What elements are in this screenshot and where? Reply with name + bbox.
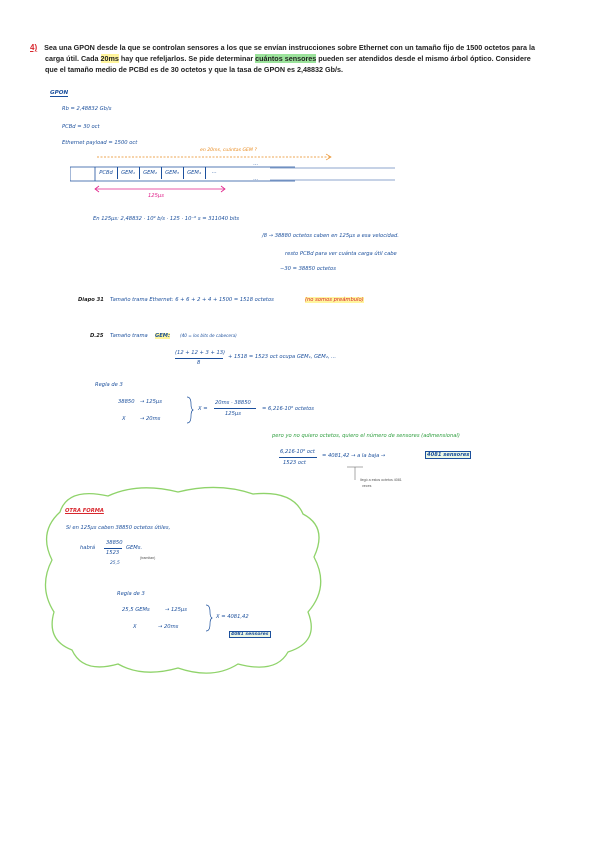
regla1-a: 38850 <box>118 399 135 405</box>
calc-line2: /8 → 38880 octetos caben en 125µs a esa … <box>262 233 399 239</box>
regla2-b: → 125µs <box>165 607 187 613</box>
frame-dots-top: ··· <box>253 162 258 168</box>
otra-forma-bar <box>104 548 122 549</box>
problem-number: 4) <box>30 43 38 52</box>
otra-forma-small: 25,5 <box>110 561 120 566</box>
regla1-num: 20ms · 38850 <box>215 400 251 406</box>
regla2-final-box: 4081 sensores <box>229 631 271 638</box>
d25-text: Tamaño trama <box>110 333 148 339</box>
frame-cell-dots: ··· <box>211 170 217 176</box>
sensors-final-box: 4081 sensores <box>425 451 472 459</box>
gem-fraction-den: 8 <box>197 360 201 366</box>
regla1-eq: X = <box>198 406 208 412</box>
d25-gem: GEM: <box>155 333 171 339</box>
sensors-bar <box>279 457 317 458</box>
orange-arrow <box>97 153 332 161</box>
pcbd-note: PCBd = 30 oct <box>62 124 100 130</box>
regla2-result: X = 4081,42 <box>216 614 249 620</box>
problem-line2a: carga útil. Cada <box>45 54 101 63</box>
gem-fraction-rest: + 1518 = 1523 oct ocupa GEM₁, GEM₂, ... <box>228 354 337 360</box>
otra-forma-num: 38850 <box>106 540 123 546</box>
tiny-note-1: llegó a estos octetos 4081 <box>360 478 402 482</box>
regla2-label: Regla de 3 <box>117 591 145 597</box>
diap31-text: Tamaño trama Ethernet: 6 + 6 + 2 + 4 + 1… <box>110 297 274 303</box>
otra-forma-label: OTRA FORMA <box>65 508 104 514</box>
frame-dots-bottom: ··· <box>253 177 258 183</box>
arrow-note: en 20ms, cuántas GEM ? <box>200 148 257 153</box>
regla2-c: X <box>133 624 137 630</box>
otra-forma-line1: Si en 125µs caben 38850 octetos útiles, <box>66 525 171 531</box>
highlight-cuantos-sensores: cuántos sensores <box>255 54 317 63</box>
regla1-brace <box>186 396 194 424</box>
regla2-brace <box>205 604 213 632</box>
sensors-num: 6,216·10⁶ oct <box>280 449 315 455</box>
regla1-bar <box>214 408 256 409</box>
diap31-note: (no somos preámbulo) <box>305 297 364 303</box>
regla1-den: 125µs <box>225 411 241 417</box>
problem-line3: que el tamaño medio de PCBd es de 30 oct… <box>45 65 343 74</box>
otra-forma-den: 1523 <box>106 550 120 556</box>
regla1-d: → 20ms <box>140 416 161 422</box>
sensors-note: pero yo no quiero octetos, quiero el núm… <box>272 433 460 439</box>
regla2-a: 25,5 GEMs <box>122 607 150 613</box>
frame-cell-pcbd: PCBd <box>95 167 118 179</box>
payload-note: Ethernet payload = 1500 oct <box>62 140 138 146</box>
tiny-note-2: veces <box>362 484 372 488</box>
gpon-label: GPON <box>50 90 69 97</box>
duration-label: 125µs <box>148 193 164 199</box>
otra-forma-gems: GEMs. <box>126 545 143 551</box>
otra-forma-small2: (tramitan) <box>140 556 156 560</box>
problem-line1: Sea una GPON desde la que se controlan s… <box>44 43 536 52</box>
frame-diagram: PCBd GEM₁ GEM₂ GEM₃ GEM₄ ··· <box>95 167 225 179</box>
calc-line3: resto PCBd para ver cuánta carga útil ca… <box>285 251 397 257</box>
problem-statement: 4) Sea una GPON desde la que se controla… <box>30 42 535 75</box>
sensors-result: = 4081,42 → a la baja → <box>322 453 386 459</box>
regla1-label: Regla de 3 <box>95 382 123 388</box>
calc-line1: En 125µs: 2,48832 · 10⁹ b/s · 125 · 10⁻⁶… <box>93 216 240 222</box>
magenta-duration-arrow <box>94 185 226 193</box>
frame-cell-gem1: GEM₁ <box>117 167 140 179</box>
diap31-label: Diapo 31 <box>78 297 104 303</box>
otra-forma-habra: habrá <box>80 545 96 551</box>
sensors-den: 1523 oct <box>283 460 306 466</box>
frame-lines <box>70 166 395 182</box>
tiny-note-connector <box>347 466 363 480</box>
problem-line2c: pueden ser atendidos desde el mismo árbo… <box>316 54 531 63</box>
d25-label: D.25 <box>90 333 104 339</box>
frame-cell-gem2: GEM₂ <box>139 167 162 179</box>
regla1-c: X <box>122 416 126 422</box>
otra-forma-cloud <box>44 486 322 674</box>
calc-line4: −30 = 38850 octetos <box>280 266 336 272</box>
regla1-result: = 6,216·10⁶ octetos <box>262 406 314 412</box>
gem-fraction-num: (12 + 12 + 3 + 13) <box>175 350 226 356</box>
gem-fraction-bar <box>175 358 223 359</box>
regla1-b: → 125µs <box>140 399 162 405</box>
highlight-20ms: 20ms <box>100 54 119 63</box>
d25-note: (40 = los bits de cabecera) <box>180 333 237 338</box>
problem-line2b: hay que refeljarlos. Se pide determinar <box>118 54 256 63</box>
frame-cell-gem3: GEM₃ <box>161 167 184 179</box>
bitrate-note: Rb = 2,48832 Gb/s <box>62 106 112 112</box>
frame-cell-gem4: GEM₄ <box>183 167 206 179</box>
regla2-d: → 20ms <box>158 624 179 630</box>
